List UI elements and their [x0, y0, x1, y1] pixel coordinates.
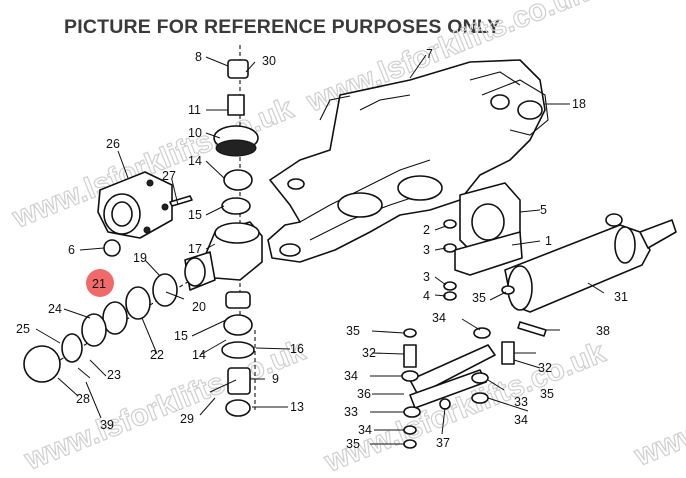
callout-5: 5 — [540, 203, 547, 217]
callout-24: 24 — [48, 302, 62, 316]
callout-33: 33 — [514, 395, 528, 409]
callout-29: 29 — [180, 412, 194, 426]
callout-31: 31 — [614, 290, 628, 304]
callout-7: 7 — [426, 47, 433, 61]
callout-10: 10 — [188, 126, 202, 140]
callout-34: 34 — [432, 311, 446, 325]
steering-cylinder — [504, 213, 677, 313]
callout-25: 25 — [16, 322, 30, 336]
callout-3: 3 — [423, 243, 430, 257]
callout-21: 21 — [92, 277, 106, 291]
callout-39: 39 — [100, 418, 114, 432]
callout-34: 34 — [358, 423, 372, 437]
callout-19: 19 — [133, 251, 147, 265]
callout-32: 32 — [362, 346, 376, 360]
callout-26: 26 — [106, 137, 120, 151]
callout-22: 22 — [150, 348, 164, 362]
callout-36: 36 — [357, 387, 371, 401]
callout-35: 35 — [346, 324, 360, 338]
callout-20: 20 — [192, 300, 206, 314]
callout-35: 35 — [472, 291, 486, 305]
callout-13: 13 — [290, 400, 304, 414]
steering-linkage — [401, 219, 547, 449]
callout-35: 35 — [346, 437, 360, 451]
callout-2: 2 — [423, 223, 430, 237]
callout-23: 23 — [107, 368, 121, 382]
callout-3: 3 — [423, 270, 430, 284]
axle-beam — [267, 59, 549, 263]
callout-28: 28 — [76, 392, 90, 406]
kingpin-components — [209, 59, 259, 417]
callout-30: 30 — [262, 54, 276, 68]
callout-15: 15 — [188, 208, 202, 222]
callout-15: 15 — [174, 329, 188, 343]
callout-38: 38 — [596, 324, 610, 338]
callout-16: 16 — [290, 342, 304, 356]
callout-1: 1 — [545, 234, 552, 248]
callout-27: 27 — [162, 169, 176, 183]
callout-8: 8 — [195, 50, 202, 64]
callout-17: 17 — [188, 242, 202, 256]
callout-33: 33 — [344, 405, 358, 419]
callout-18: 18 — [572, 97, 586, 111]
clamp-saddle — [454, 182, 523, 276]
leader-lines — [35, 54, 605, 445]
callout-numbers: 1 2 3 3 4 5 6 7 8 9 10 11 13 14 14 15 15… — [16, 47, 628, 451]
highlight-marker — [86, 269, 114, 297]
wheel-hub — [97, 171, 173, 239]
callout-9: 9 — [272, 372, 279, 386]
steering-knuckle — [184, 221, 263, 291]
hub-bearings — [23, 195, 193, 383]
callout-11: 11 — [188, 103, 201, 117]
callout-14: 14 — [188, 154, 202, 168]
callout-34: 34 — [514, 413, 528, 427]
reference-banner: PICTURE FOR REFERENCE PURPOSES ONLY — [64, 16, 501, 38]
callout-4: 4 — [423, 289, 430, 303]
watermark: www.lsforklifts.co.uk — [629, 330, 686, 473]
callout-6: 6 — [68, 243, 75, 257]
callout-32: 32 — [538, 361, 552, 375]
callout-35: 35 — [540, 387, 554, 401]
callout-34: 34 — [344, 369, 358, 383]
callout-37: 37 — [436, 436, 450, 450]
callout-14: 14 — [192, 348, 206, 362]
